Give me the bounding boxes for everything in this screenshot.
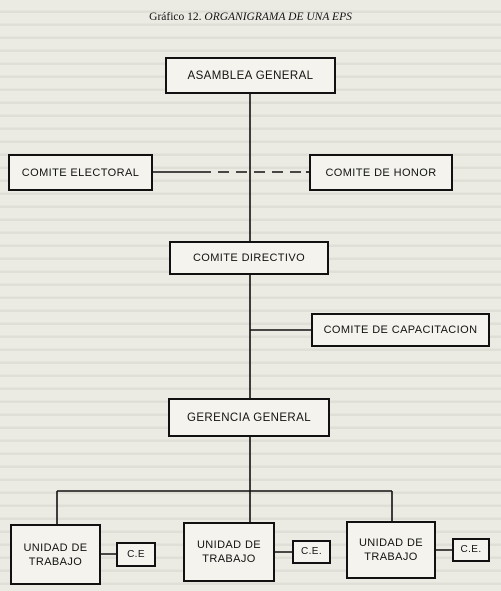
figure-caption: ORGANIGRAMA DE UNA EPS [204, 11, 352, 23]
node-comite-capacitacion: COMITE DE CAPACITACION [311, 313, 490, 347]
node-unidad-trabajo-1: UNIDAD DE TRABAJO [10, 524, 101, 585]
node-comite-electoral: COMITE ELECTORAL [8, 154, 153, 191]
figure-number: Gráfico 12. [149, 11, 202, 23]
node-comite-directivo: COMITE DIRECTIVO [169, 241, 329, 275]
node-comite-honor: COMITE DE HONOR [309, 154, 453, 191]
node-ce-2: C.E. [292, 540, 331, 564]
node-ce-3: C.E. [452, 538, 490, 562]
node-gerencia-general: GERENCIA GENERAL [168, 398, 330, 437]
node-unidad-trabajo-3: UNIDAD DE TRABAJO [346, 521, 436, 579]
node-asamblea-general: ASAMBLEA GENERAL [165, 57, 336, 94]
node-unidad-trabajo-2: UNIDAD DE TRABAJO [183, 522, 275, 582]
node-ce-1: C.E [116, 542, 156, 567]
figure-title: Gráfico 12. ORGANIGRAMA DE UNA EPS [0, 11, 501, 23]
